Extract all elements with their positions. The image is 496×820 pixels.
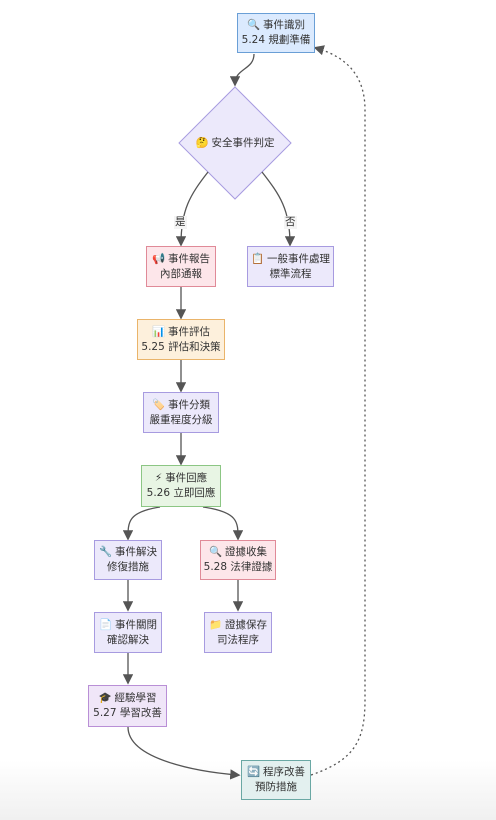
edge-respond-resolve <box>122 506 161 541</box>
decision-title: 安全事件判定 <box>211 137 275 149</box>
node-subtitle: 預防措施 <box>255 781 297 793</box>
node-subtitle: 標準流程 <box>269 267 312 280</box>
node-title: 程序改善 <box>263 766 306 778</box>
node-title: 事件評估 <box>168 325 211 338</box>
node-subtitle: 確認解決 <box>107 633 149 646</box>
node-subtitle: 5.25 評估和決策 <box>141 340 221 353</box>
cycle-arrows-icon: 🔄 <box>246 766 261 778</box>
node-lessons-learned[interactable]: 🎓經驗學習 5.27 學習改善 <box>88 685 167 727</box>
node-title: 事件分類 <box>168 398 211 411</box>
node-evidence-collection[interactable]: 🔍證據收集 5.28 法律證據 <box>200 540 276 580</box>
magnifier-icon: 🔍 <box>246 19 261 31</box>
wrench-icon: 🔧 <box>98 546 113 558</box>
magnifier-icon: 🔍 <box>208 546 223 558</box>
decision-diamond[interactable] <box>178 86 292 200</box>
bar-chart-icon: 📊 <box>151 325 166 338</box>
node-subtitle: 5.24 規劃準備 <box>241 34 311 46</box>
node-event-classification[interactable]: 🏷️事件分類 嚴重程度分級 <box>143 392 219 433</box>
node-subtitle: 5.26 立即回應 <box>146 487 216 499</box>
node-title: 事件關閉 <box>115 618 158 631</box>
node-subtitle: 嚴重程度分級 <box>149 413 213 426</box>
thinking-face-icon: 🤔 <box>195 137 209 149</box>
node-subtitle: 5.27 學習改善 <box>93 707 162 719</box>
edge-learn-improve <box>127 726 241 780</box>
node-title: 經驗學習 <box>114 692 157 704</box>
node-title: 事件解決 <box>115 546 158 558</box>
folder-icon: 📁 <box>208 618 223 631</box>
node-general-event-handling[interactable]: 📋一般事件處理 標準流程 <box>247 246 334 287</box>
tag-icon: 🏷️ <box>151 398 166 411</box>
graduation-cap-icon: 🎓 <box>98 692 112 704</box>
node-title: 證據收集 <box>225 546 268 558</box>
node-event-report[interactable]: 📢事件報告 內部通報 <box>146 246 216 287</box>
document-icon: 📄 <box>98 618 113 631</box>
node-subtitle: 內部通報 <box>160 267 202 280</box>
edge-decision-general <box>261 171 296 247</box>
node-event-closure[interactable]: 📄事件關閉 確認解決 <box>94 612 162 653</box>
node-event-identification[interactable]: 🔍事件識別 5.24 規劃準備 <box>237 13 315 53</box>
edge-decision-report <box>175 171 209 247</box>
node-title: 事件識別 <box>263 19 306 31</box>
node-title: 事件回應 <box>165 472 208 484</box>
edge-improve-identify <box>310 45 366 776</box>
node-subtitle: 司法程序 <box>217 633 259 646</box>
edge-respond-evidence <box>202 506 244 541</box>
node-subtitle: 5.28 法律證據 <box>203 561 273 573</box>
node-title: 證據保存 <box>225 618 268 631</box>
node-process-improvement[interactable]: 🔄程序改善 預防措施 <box>241 760 311 800</box>
decision-label: 🤔安全事件判定 <box>155 133 315 153</box>
megaphone-icon: 📢 <box>151 252 166 265</box>
node-event-resolution[interactable]: 🔧事件解決 修復措施 <box>94 540 162 580</box>
lightning-icon: ⚡ <box>154 472 163 484</box>
node-title: 事件報告 <box>168 252 211 265</box>
edge-identify-decision <box>229 53 255 87</box>
node-event-response[interactable]: ⚡事件回應 5.26 立即回應 <box>141 465 221 507</box>
node-title: 一般事件處理 <box>267 252 331 265</box>
node-evidence-preservation[interactable]: 📁證據保存 司法程序 <box>204 612 272 653</box>
edge-label-no: 否 <box>284 216 297 229</box>
clipboard-icon: 📋 <box>250 252 265 265</box>
edge-label-yes: 是 <box>174 216 187 229</box>
node-event-assessment[interactable]: 📊事件評估 5.25 評估和決策 <box>137 319 225 360</box>
node-subtitle: 修復措施 <box>107 561 149 573</box>
